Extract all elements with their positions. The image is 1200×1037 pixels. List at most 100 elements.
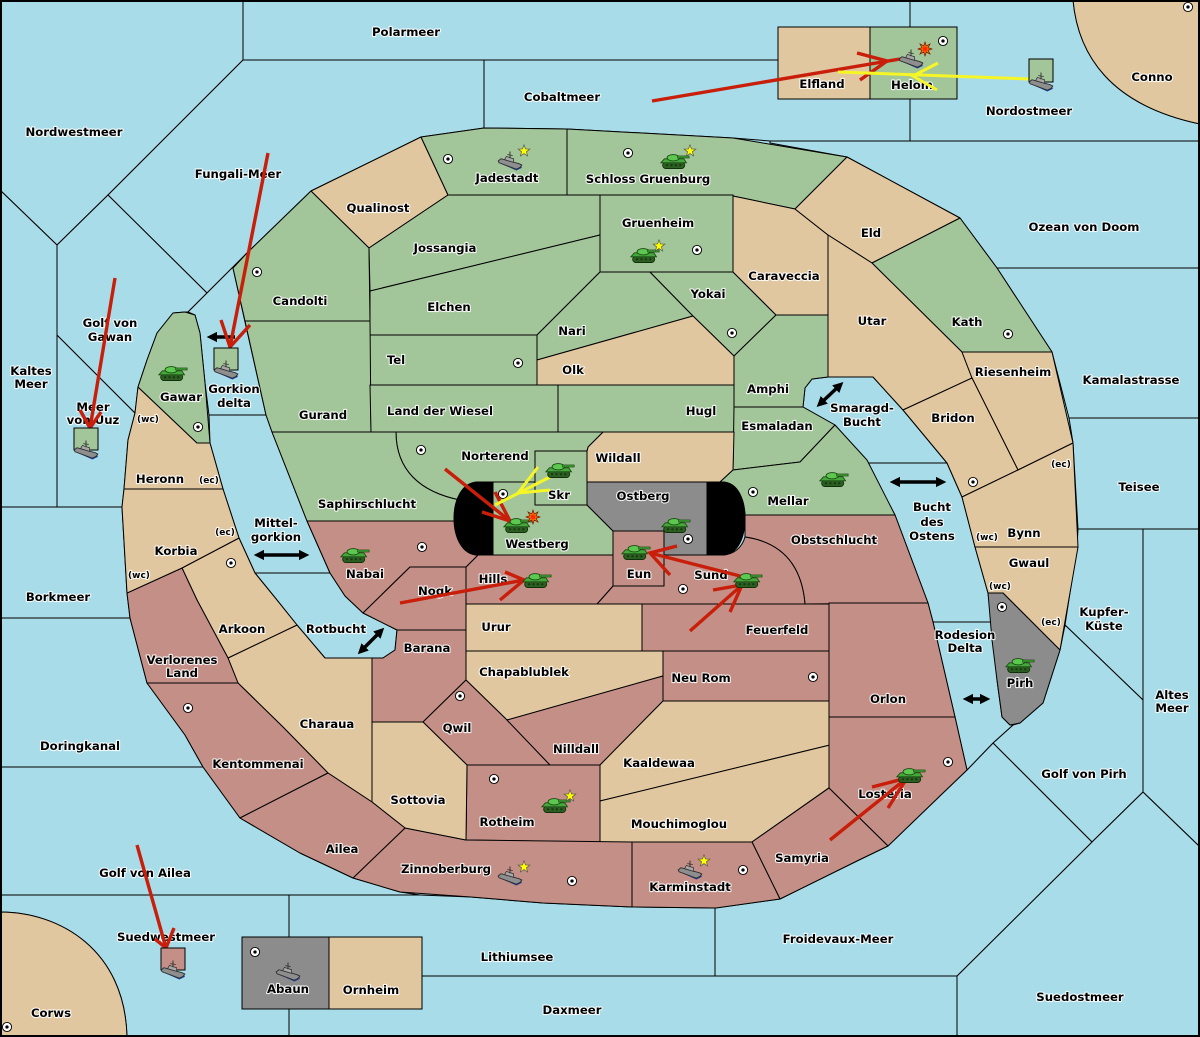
sea-kaltes-meer[interactable]: [0, 189, 58, 508]
supply-center-icon: [454, 690, 466, 702]
label-tel: Tel: [387, 353, 405, 367]
land-verlorenes-land[interactable]: [126, 567, 239, 684]
label-suedwestmeer: Suedwestmeer: [117, 930, 215, 944]
label-orlon: Orlon: [870, 692, 906, 706]
supply-center-icon: [566, 875, 578, 887]
label-karminstadt: Karminstadt: [649, 880, 731, 894]
supply-center-icon: [937, 35, 949, 47]
label-charaua: Charaua: [300, 717, 355, 731]
land-corws[interactable]: [0, 911, 128, 1037]
label-jossangia: Jossangia: [413, 241, 477, 255]
label-bynn: Bynn: [1007, 526, 1040, 540]
label-jadestadt: Jadestadt: [475, 171, 539, 185]
label-daxmeer: Daxmeer: [543, 1003, 602, 1017]
land-ornheim[interactable]: [328, 936, 423, 1010]
land-ailea[interactable]: [239, 772, 406, 879]
label-zinnoberburg: Zinnoberburg: [401, 862, 491, 876]
label-qwil: Qwil: [443, 721, 472, 735]
label-samyria: Samyria: [775, 851, 829, 865]
label-caraveccia: Caraveccia: [748, 269, 819, 283]
supply-center-icon: [622, 147, 634, 159]
land-conno[interactable]: [1072, 0, 1200, 125]
supply-center-icon: [747, 486, 759, 498]
label-lithiumsee: Lithiumsee: [481, 950, 554, 964]
label-korbia: Korbia: [155, 544, 198, 558]
label-gruenheim: Gruenheim: [622, 216, 694, 230]
label-schloss-gruenburg: Schloss Gruenburg: [586, 172, 710, 186]
transit-arrow-icon: [357, 627, 385, 655]
label-mouchimoglou: Mouchimoglou: [631, 817, 727, 831]
label-esmaladan: Esmaladan: [741, 419, 812, 433]
supply-center-icon: [249, 946, 261, 958]
label-norterend: Norterend: [461, 449, 528, 463]
label-abaun: Abaun: [267, 982, 309, 996]
label-ozean-von-doom: Ozean von Doom: [1029, 220, 1140, 234]
label-hugl: Hugl: [686, 404, 716, 418]
label-elfland: Elfland: [799, 77, 844, 91]
supply-center-icon: [726, 327, 738, 339]
label-rotbucht: Rotbucht: [306, 622, 367, 636]
label-sottovia: Sottovia: [390, 793, 445, 807]
land-gruenheim[interactable]: [599, 194, 734, 273]
supply-center-icon: [512, 357, 524, 369]
unit-suedwestmeer[interactable]: [160, 947, 186, 980]
order-arrow-support: [494, 466, 553, 507]
unit-meer-von-uuz[interactable]: [73, 427, 99, 460]
label-eld: Eld: [861, 226, 881, 240]
label-wildall: Wildall: [595, 451, 640, 465]
label-bridon: Bridon: [931, 411, 974, 425]
label-riesenheim: Riesenheim: [975, 365, 1052, 379]
label-kamalastrasse: Kamalastrasse: [1083, 373, 1180, 387]
label-yokai: Yokai: [689, 287, 725, 301]
label-doringkanal: Doringkanal: [40, 739, 120, 753]
label-gurand: Gurand: [299, 408, 347, 422]
supply-center-icon: [996, 601, 1008, 613]
coast-label-korbia-wc: (wc): [128, 571, 150, 581]
unit-gorkion-delta[interactable]: [213, 347, 239, 380]
label-kath: Kath: [952, 315, 983, 329]
unit-nordostmeer[interactable]: [1028, 58, 1054, 92]
sea-teisee[interactable]: [1068, 417, 1200, 530]
label-eun: Eun: [627, 567, 652, 581]
label-pirh: Pirh: [1007, 676, 1034, 690]
label-nabai: Nabai: [346, 567, 384, 581]
land-bynn[interactable]: [961, 442, 1079, 548]
label-olk: Olk: [562, 363, 584, 377]
label-nilldall: Nilldall: [553, 742, 599, 756]
coast-label-bynn-ec: (ec): [1051, 460, 1071, 470]
label-heronn: Heronn: [136, 472, 184, 486]
label-utar: Utar: [858, 314, 887, 328]
coast-label-heronn-ec: (ec): [199, 476, 219, 486]
label-kentommenai: Kentommenai: [212, 757, 303, 771]
label-mittelgorkion: Mittel-gorkion: [251, 516, 301, 544]
coast-label-korbia-ec: (ec): [215, 528, 235, 538]
supply-center-icon: [497, 488, 509, 500]
label-kaaldewaa: Kaaldewaa: [623, 756, 695, 770]
label-ostberg: Ostberg: [617, 489, 670, 503]
label-candolti: Candolti: [273, 294, 328, 308]
order-arrow-support: [837, 61, 1031, 92]
label-barana: Barana: [404, 641, 451, 655]
land-zinnoberburg[interactable]: [352, 827, 633, 908]
supply-center-icon: [807, 671, 819, 683]
supply-center-icon: [442, 153, 454, 165]
label-rotheim: Rotheim: [479, 815, 534, 829]
land-rotheim[interactable]: [465, 764, 601, 843]
label-polarmeer: Polarmeer: [372, 25, 440, 39]
label-land-der-wiesel: Land der Wiesel: [387, 404, 493, 418]
order-arrow-move: [219, 152, 270, 351]
label-nordwestmeer: Nordwestmeer: [25, 125, 122, 139]
label-skr: Skr: [548, 488, 570, 502]
land-orlon[interactable]: [828, 602, 956, 718]
label-teisee: Teisee: [1118, 480, 1159, 494]
units: [73, 41, 1054, 982]
explosion-icon: [525, 509, 541, 525]
land-pirh[interactable]: [987, 592, 1061, 726]
